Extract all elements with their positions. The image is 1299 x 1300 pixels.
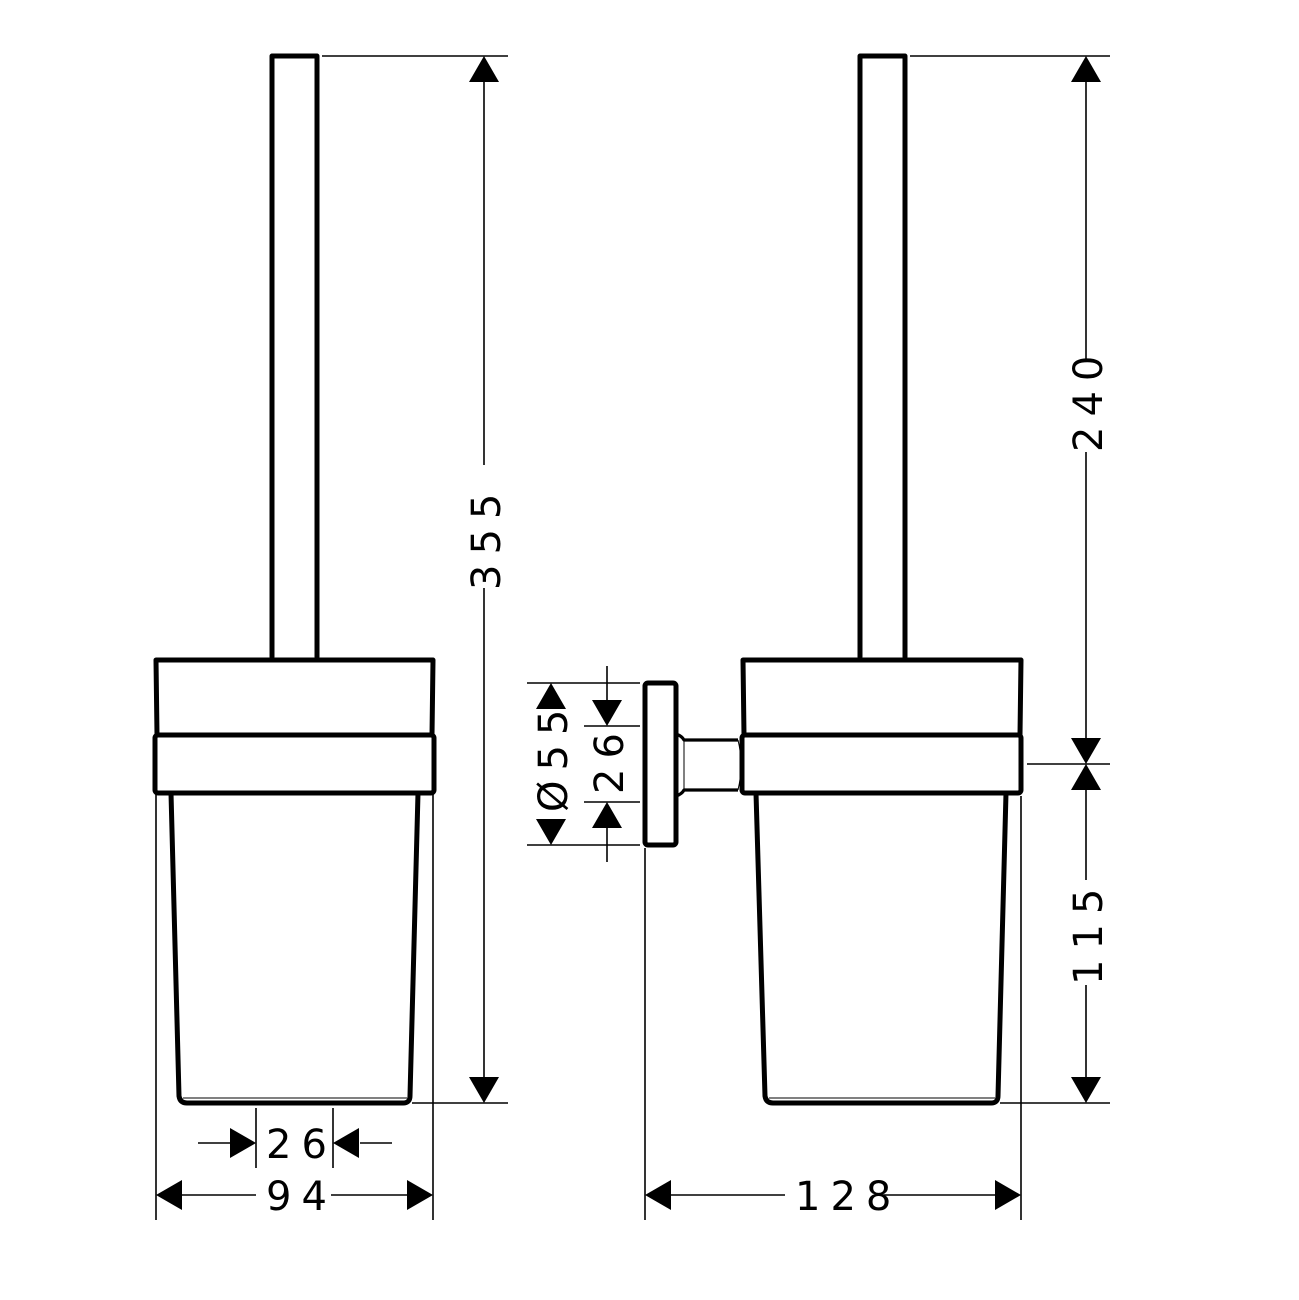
dim-wall-projection: 128	[795, 1174, 901, 1220]
glass-cup	[753, 790, 1009, 1106]
arrow-down-icon	[592, 700, 622, 726]
brush-handle	[857, 53, 908, 660]
dim-brush-above-mount: 240	[1066, 346, 1112, 452]
dim-handle-width: 26	[266, 1122, 337, 1168]
arrow-up-icon	[469, 56, 499, 82]
arrow-right-icon	[230, 1128, 256, 1158]
arrow-left-icon	[645, 1180, 671, 1210]
side-view: 240 115 Ø55 26 128	[527, 53, 1112, 1220]
dim-overall-height: 355	[464, 484, 510, 590]
arrow-up-icon	[1071, 764, 1101, 790]
dim-mount-to-bottom: 115	[1066, 879, 1112, 985]
arrow-left-icon	[333, 1128, 359, 1158]
dim-arm-height: 26	[587, 723, 633, 794]
arrow-down-icon	[1071, 738, 1101, 764]
arrow-right-icon	[995, 1180, 1021, 1210]
holder-lid	[153, 657, 436, 738]
arrow-up-icon	[1071, 56, 1101, 82]
front-view: 355 26 94	[152, 53, 510, 1220]
holder-band	[739, 732, 1024, 796]
wall-rosette	[642, 680, 679, 848]
arm-edge	[737, 739, 742, 791]
dim-overall-width: 94	[266, 1174, 337, 1220]
arrow-up-icon	[536, 683, 566, 709]
arrow-down-icon	[469, 1077, 499, 1103]
arrow-left-icon	[156, 1180, 182, 1210]
arrow-right-icon	[407, 1180, 433, 1210]
brush-handle	[269, 53, 320, 660]
holder-band	[152, 732, 437, 796]
arrow-down-icon	[536, 819, 566, 845]
arrow-down-icon	[1071, 1077, 1101, 1103]
arrow-up-icon	[592, 802, 622, 828]
mounting-arm	[675, 732, 738, 798]
dim-rosette-diameter: Ø55	[531, 700, 577, 812]
glass-cup	[168, 790, 421, 1106]
holder-lid	[740, 657, 1024, 738]
